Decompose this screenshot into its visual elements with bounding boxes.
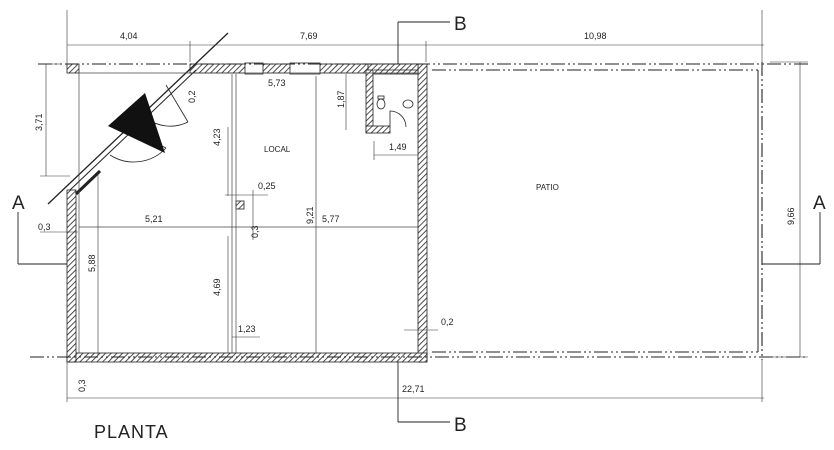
dim-top-1098: 10,98: [584, 31, 607, 41]
dim-bottom-03: 0,3: [77, 379, 87, 392]
entrance-arrow: [108, 93, 165, 153]
dimension-lines: [40, 10, 808, 402]
dim-left-588: 5,88: [87, 254, 97, 272]
dim-02: 0,2: [441, 317, 454, 327]
dim-door-02: 0,2: [187, 90, 197, 103]
toilet-block: [365, 63, 419, 134]
column-pillar: [235, 200, 245, 210]
dim-bottom-2271: 22,71: [402, 384, 425, 394]
dim-right-966: 9,66: [786, 207, 796, 225]
dim-123: 1,23: [238, 324, 256, 334]
wall-top-left: [66, 63, 80, 74]
dim-025: 0,25: [258, 181, 276, 191]
section-markers: [17, 21, 821, 423]
dim-187: 1,87: [336, 90, 346, 108]
room-patio-label: PATIO: [536, 183, 559, 192]
section-a-left: A: [12, 193, 25, 214]
dim-921: 9,21: [305, 206, 315, 224]
dim-left-371: 3,71: [34, 113, 44, 131]
room-local-label: LOCAL: [264, 145, 291, 154]
dim-423: 4,23: [212, 128, 222, 146]
dim-left-03: 0,3: [38, 222, 51, 232]
dim-149: 1,49: [389, 142, 407, 152]
wall-left: [66, 189, 77, 363]
wall-right: [417, 63, 428, 363]
dim-577: 5,77: [322, 214, 340, 224]
dim-top-769: 7,69: [300, 31, 318, 41]
section-b-top: B: [454, 14, 467, 35]
plan-title: PLANTA: [94, 422, 169, 442]
dim-top-404: 4,04: [120, 31, 138, 41]
section-b-bottom: B: [454, 415, 467, 436]
dim-573: 5,73: [268, 78, 286, 88]
dim-521: 5,21: [145, 214, 163, 224]
dim-03-mid: 0,3: [250, 225, 260, 238]
patio-boundary: [30, 62, 808, 360]
section-a-right: A: [813, 193, 826, 214]
interior-lines: [78, 72, 418, 353]
dim-469: 4,69: [212, 278, 222, 296]
